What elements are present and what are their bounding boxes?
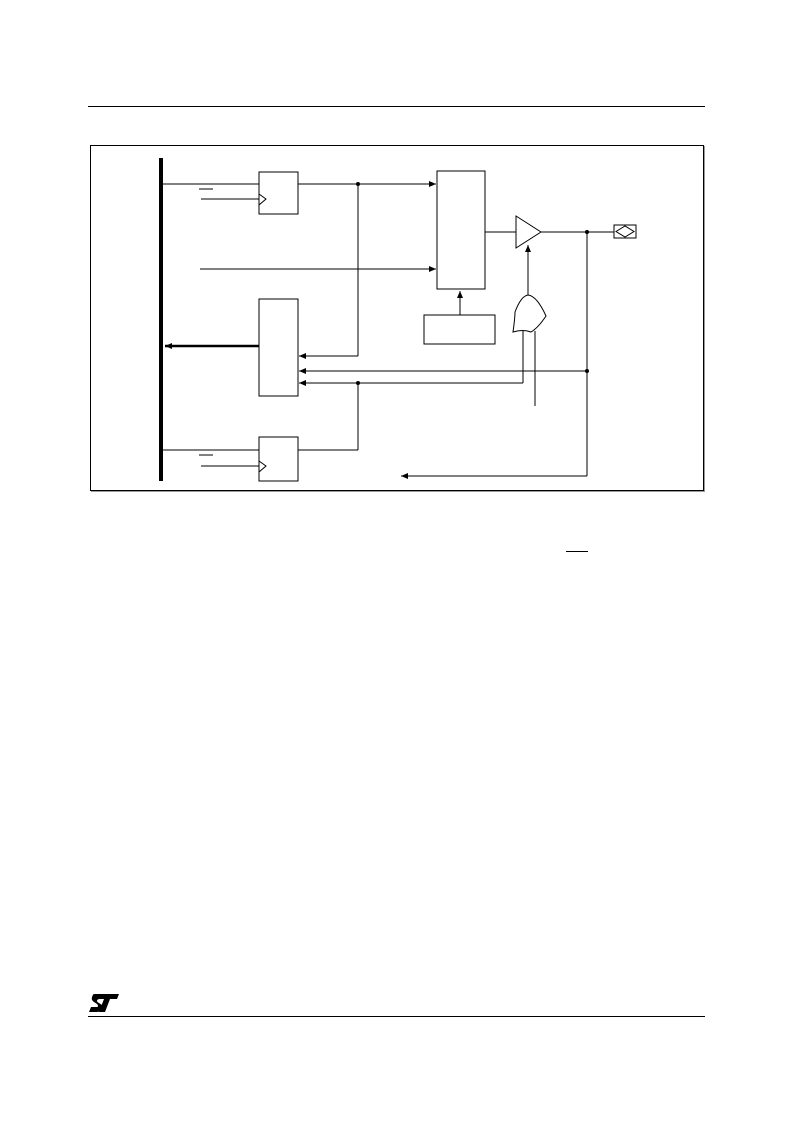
overline-mark [566,551,588,552]
latch-bottom [258,436,299,482]
footer-rule [88,1016,705,1017]
clock-triangle-bottom [258,460,267,473]
input-buffer [258,298,299,397]
or-gate [512,294,547,333]
clock-triangle-top [258,193,267,206]
io-pad [613,224,637,239]
mux-right [436,170,486,290]
latch-top [258,171,299,215]
alternate-function-box [423,314,496,345]
junction-dot [585,230,589,234]
st-logo [89,994,119,1012]
junction-dot [356,381,360,385]
output-buffer [515,215,542,249]
junction-dot [585,369,589,373]
junction-dot [356,182,360,186]
io-pad-diamond [615,225,635,238]
figure-frame [90,145,704,491]
header-rule [88,106,705,107]
